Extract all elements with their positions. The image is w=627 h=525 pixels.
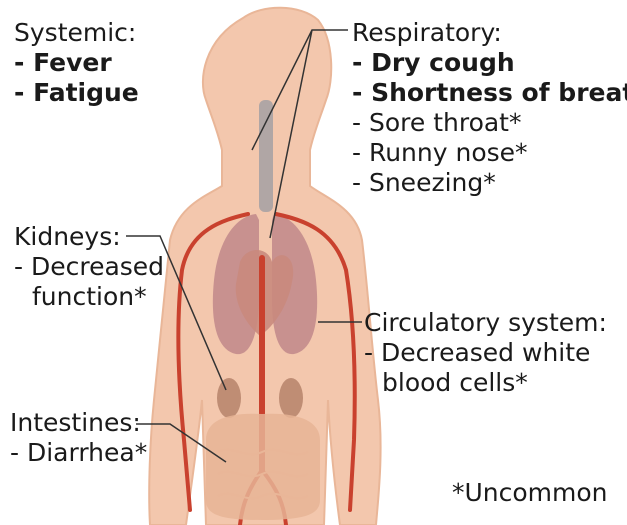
trachea xyxy=(259,100,273,212)
right-kidney xyxy=(279,378,303,418)
systemic-heading: Systemic: xyxy=(14,18,139,48)
intestines-symptom-diarrhea: - Diarrhea* xyxy=(10,438,147,468)
respiratory-symptom-runny-nose: - Runny nose* xyxy=(352,138,627,168)
intestines-heading: Intestines: xyxy=(10,408,147,438)
respiratory-label: Respiratory: - Dry cough - Shortness of … xyxy=(352,18,627,198)
intestines-label: Intestines: - Diarrhea* xyxy=(10,408,147,468)
systemic-symptom-fever: - Fever xyxy=(14,48,139,78)
systemic-symptom-fatigue: - Fatigue xyxy=(14,78,139,108)
respiratory-symptom-sore-throat: - Sore throat* xyxy=(352,108,627,138)
respiratory-symptom-shortness-of-breath: - Shortness of breath xyxy=(352,78,627,108)
footnote: *Uncommon xyxy=(452,478,608,508)
circulatory-heading: Circulatory system: xyxy=(364,308,607,338)
circulatory-symptom-line-2: blood cells* xyxy=(364,368,607,398)
kidneys-label: Kidneys: - Decreased function* xyxy=(14,222,164,312)
footnote-text: *Uncommon xyxy=(452,478,608,508)
intestines xyxy=(206,414,320,520)
kidneys-symptom-line-1: - Decreased xyxy=(14,252,164,282)
respiratory-heading: Respiratory: xyxy=(352,18,627,48)
kidneys-symptom-line-2: function* xyxy=(14,282,164,312)
left-kidney xyxy=(217,378,241,418)
respiratory-symptom-sneezing: - Sneezing* xyxy=(352,168,627,198)
respiratory-symptom-dry-cough: - Dry cough xyxy=(352,48,627,78)
circulatory-symptom-line-1: - Decreased white xyxy=(364,338,607,368)
kidneys-heading: Kidneys: xyxy=(14,222,164,252)
circulatory-label: Circulatory system: - Decreased white bl… xyxy=(364,308,607,398)
systemic-label: Systemic: - Fever - Fatigue xyxy=(14,18,139,108)
